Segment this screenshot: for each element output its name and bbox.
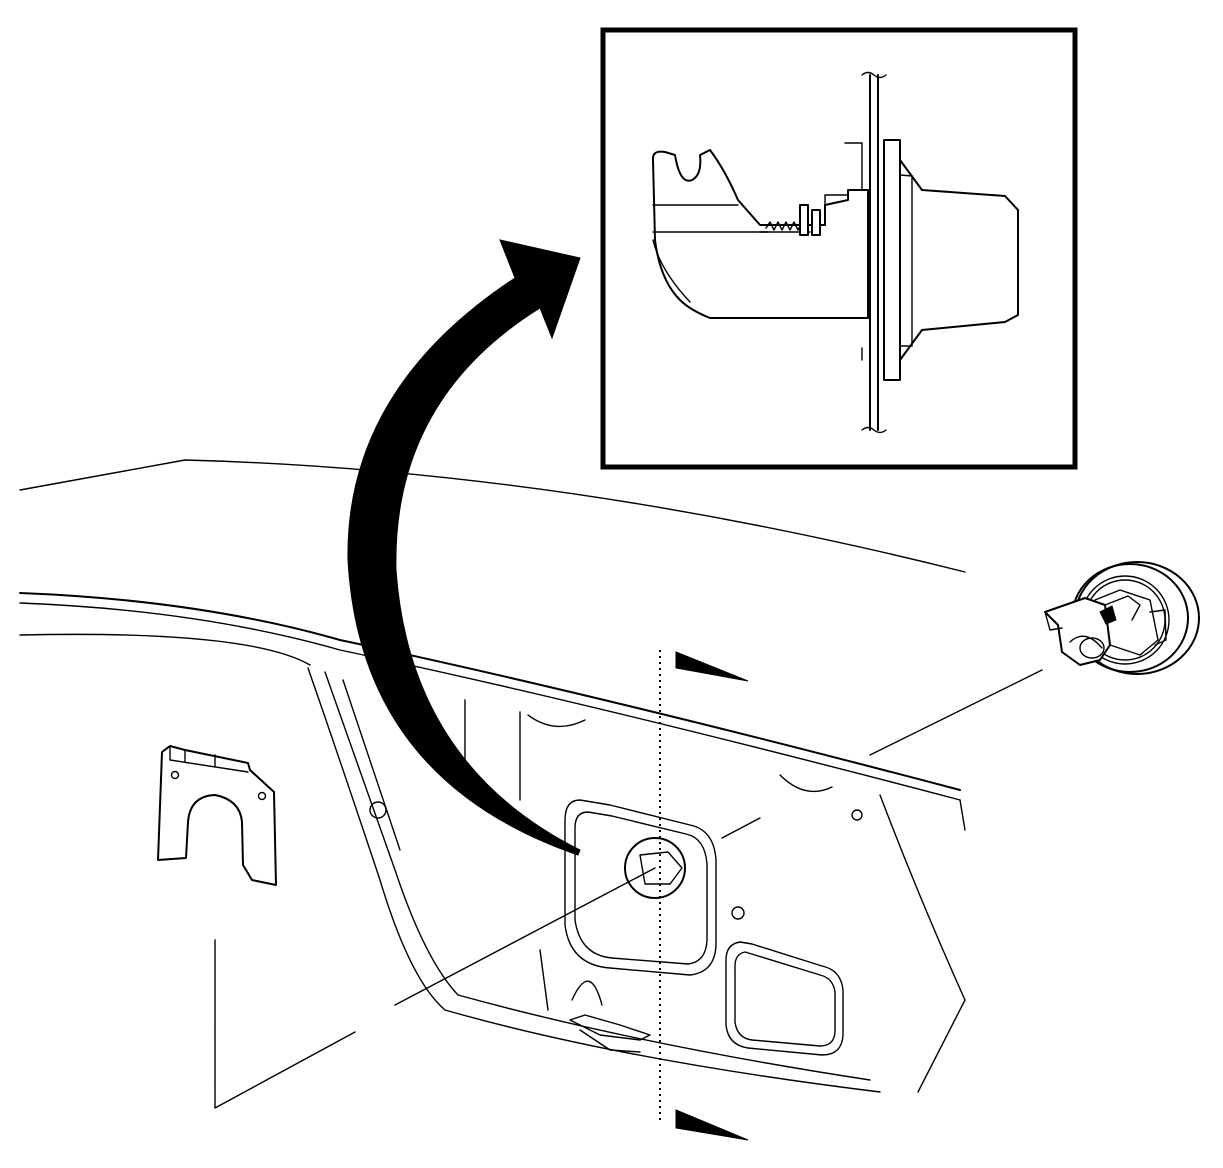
section-arrow-top xyxy=(675,651,749,682)
curved-arrow-icon xyxy=(347,239,581,856)
section-indicator xyxy=(659,650,749,1141)
lock-cylinder-icon xyxy=(1044,561,1200,675)
section-arrow-bottom xyxy=(675,1109,749,1141)
u-clip-icon xyxy=(157,745,277,886)
leader-lines xyxy=(214,669,1043,1109)
trunk-lid-panel xyxy=(19,459,966,1093)
detail-view-frame xyxy=(600,27,1078,470)
